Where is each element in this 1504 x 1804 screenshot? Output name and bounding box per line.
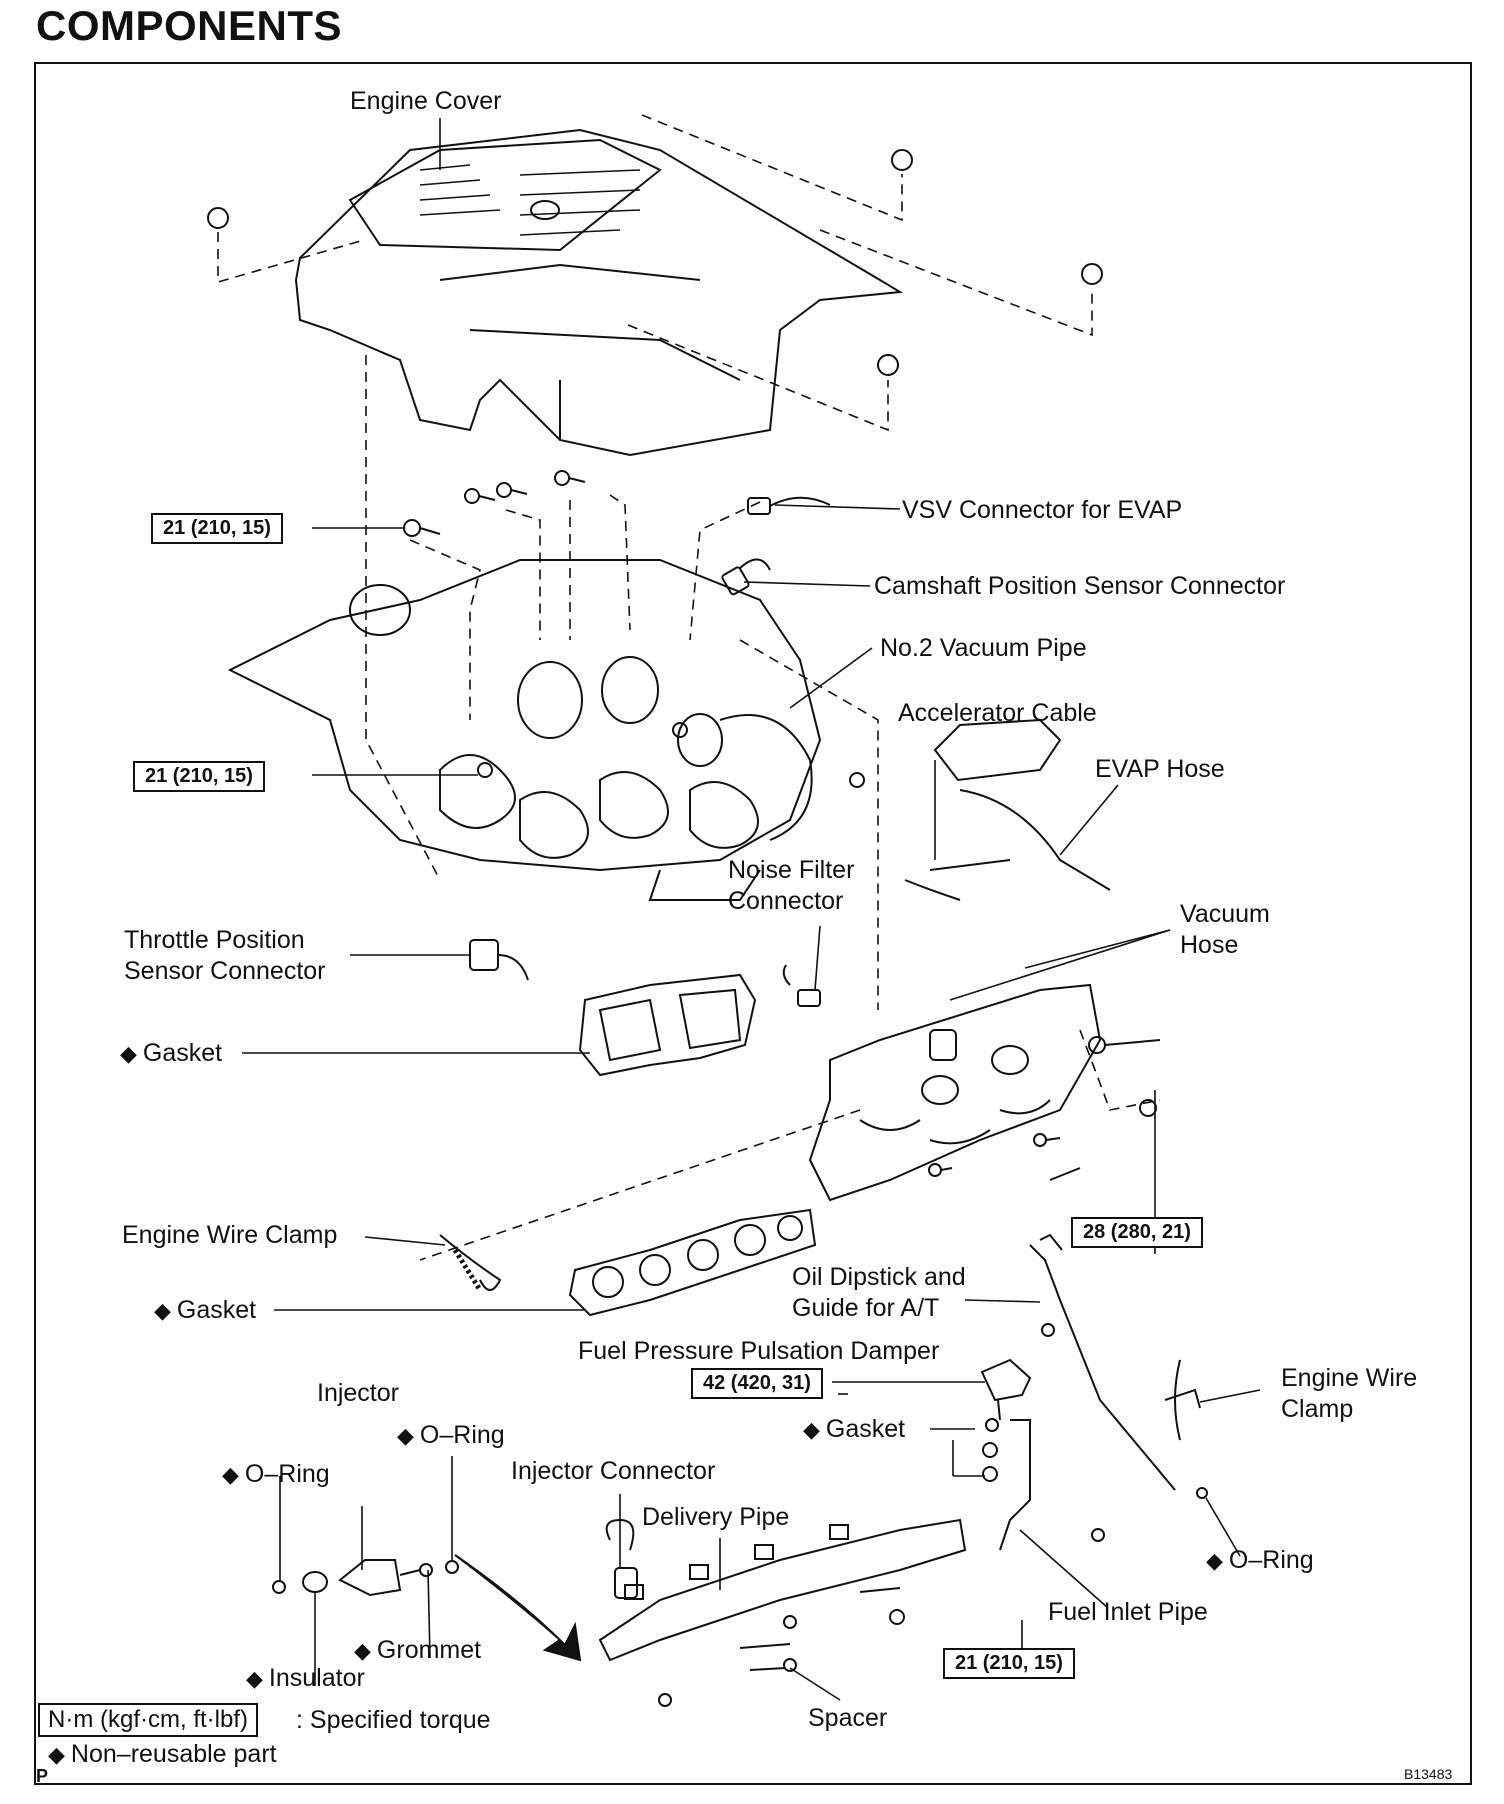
label-camshaft-sensor-connector: Camshaft Position Sensor Connector <box>874 572 1286 600</box>
upper-bolts <box>403 470 865 788</box>
figure-id: B13483 <box>1404 1766 1453 1782</box>
torque-spec-box: 21 (210, 15) <box>151 513 283 544</box>
camshaft-connector-part <box>721 558 771 596</box>
label-o-ring-left: ◆O–Ring <box>222 1460 330 1488</box>
fuel-damper-part <box>980 1358 1032 1482</box>
legend-unit-description: : Specified torque <box>296 1706 491 1734</box>
diamond-icon: ◆ <box>48 1742 65 1767</box>
label-gasket-damper: ◆Gasket <box>803 1415 906 1443</box>
label-engine-wire-clamp-right-1: Engine Wire <box>1281 1364 1418 1392</box>
intake-throttle-assembly <box>227 559 822 901</box>
label-noise-filter-2: Connector <box>728 887 844 915</box>
label-fuel-inlet-pipe: Fuel Inlet Pipe <box>1048 1598 1208 1626</box>
label-spacer: Spacer <box>808 1704 888 1732</box>
cover-nuts <box>207 149 1103 376</box>
throttle-sensor-connector-part <box>469 939 529 981</box>
torque-spec-box: 21 (210, 15) <box>133 761 265 792</box>
page-title: COMPONENTS <box>36 2 343 49</box>
label-vacuum-hose-1: Vacuum <box>1180 900 1270 928</box>
label-engine-wire-clamp-right-2: Clamp <box>1281 1395 1354 1423</box>
legend-unit-box: N·m (kgf·cm, ft·lbf) <box>38 1703 258 1737</box>
label-vacuum-hose-2: Hose <box>1180 931 1239 959</box>
label-gasket-upper: ◆Gasket <box>120 1039 223 1067</box>
label-o-ring-mid: ◆O–Ring <box>397 1421 505 1449</box>
assembly-arrow <box>454 1554 582 1662</box>
label-o-ring-right: ◆O–Ring <box>1206 1546 1314 1574</box>
label-no2-vacuum-pipe: No.2 Vacuum Pipe <box>880 634 1087 662</box>
intake-manifold-part <box>808 983 1161 1202</box>
label-oil-dipstick-1: Oil Dipstick and <box>792 1263 966 1291</box>
label-engine-wire-clamp-left: Engine Wire Clamp <box>122 1221 338 1249</box>
page-mark: P <box>36 1766 49 1786</box>
accelerator-evap-parts <box>904 718 1111 901</box>
label-fuel-damper: Fuel Pressure Pulsation Damper <box>578 1337 940 1365</box>
torque-spec-box: 28 (280, 21) <box>1071 1217 1203 1248</box>
label-engine-cover: Engine Cover <box>350 87 502 115</box>
vsv-connector-part <box>747 496 831 515</box>
noise-filter-connector-part <box>782 964 821 1007</box>
label-grommet: ◆Grommet <box>354 1636 482 1664</box>
torque-spec-box: 21 (210, 15) <box>943 1648 1075 1679</box>
label-noise-filter-1: Noise Filter <box>728 856 855 884</box>
label-accelerator-cable: Accelerator Cable <box>898 699 1097 727</box>
engine-wire-clamp-right-part <box>1164 1359 1201 1441</box>
injector-parts <box>272 1559 459 1597</box>
label-evap-hose: EVAP Hose <box>1095 755 1225 783</box>
legend-nonreusable: ◆Non–reusable part <box>48 1740 277 1768</box>
oil-dipstick-part <box>1029 1233 1208 1499</box>
label-injector: Injector <box>317 1379 399 1407</box>
upper-gasket-part <box>578 973 757 1077</box>
lower-gasket-part <box>568 1208 817 1317</box>
engine-wire-clamp-left-part <box>439 1234 502 1292</box>
label-gasket-lower: ◆Gasket <box>154 1296 257 1324</box>
torque-spec-box: 42 (420, 31) <box>691 1368 823 1399</box>
label-insulator: ◆Insulator <box>246 1664 365 1692</box>
label-injector-connector: Injector Connector <box>511 1457 716 1485</box>
label-throttle-sensor-1: Throttle Position <box>124 926 305 954</box>
label-oil-dipstick-2: Guide for A/T <box>792 1294 940 1322</box>
engine-cover-part <box>294 128 904 457</box>
label-vsv-connector: VSV Connector for EVAP <box>902 496 1183 524</box>
label-throttle-sensor-2: Sensor Connector <box>124 957 326 985</box>
delivery-pipe-part <box>598 1419 1105 1707</box>
label-delivery-pipe: Delivery Pipe <box>642 1503 790 1531</box>
diagram-frame <box>34 62 1472 1785</box>
